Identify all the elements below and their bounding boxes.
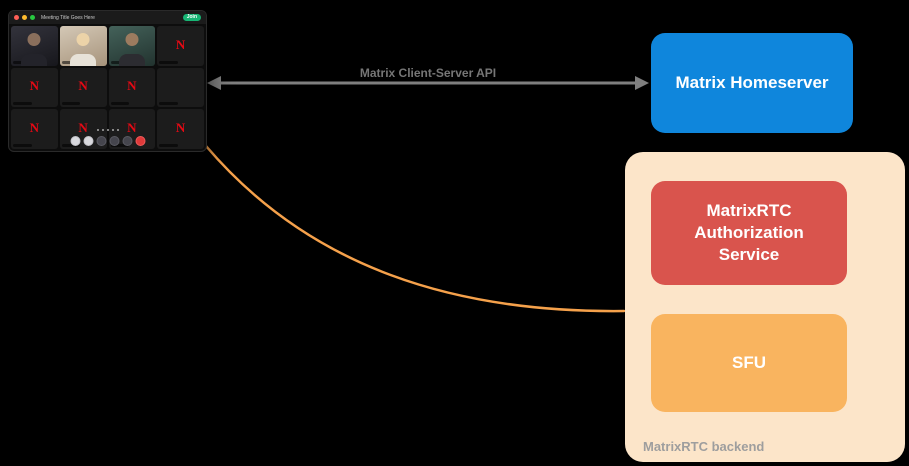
end-call-button-icon (135, 136, 145, 146)
chat-button-icon (109, 136, 119, 146)
participant-name-pill (13, 60, 32, 64)
matrix-homeserver-label: Matrix Homeserver (675, 72, 829, 92)
camera-button-icon (83, 136, 93, 146)
screenshare-button-icon (96, 136, 106, 146)
matrixrtc-authorization-service-box: MatrixRTC Authorization Service (651, 181, 847, 285)
n-avatar-icon: N (29, 78, 40, 94)
more-options-button-icon (122, 136, 132, 146)
sfu-label: SFU (732, 352, 766, 372)
participant-name-pill (159, 144, 178, 147)
matrixrtc-authorization-service-label: MatrixRTC Authorization Service (694, 200, 804, 265)
participant-tile: N (157, 109, 204, 149)
participant-name-pill (110, 60, 130, 64)
participant-name-pill (61, 144, 81, 147)
participant-name-pill (110, 102, 130, 106)
participant-tile: N (59, 67, 107, 108)
n-avatar-icon: N (175, 37, 186, 53)
microphone-button-icon (70, 136, 80, 146)
page-dot (101, 129, 104, 131)
matrix-homeserver-box: Matrix Homeserver (651, 33, 853, 133)
call-controls-bar (70, 136, 145, 146)
arrow-head-left (207, 76, 221, 90)
window-minimize-icon (22, 15, 27, 20)
pagination-dots (96, 129, 119, 131)
participant-tile: N (11, 109, 58, 149)
participant-tile (157, 67, 204, 108)
video-call-window: Meeting Title Goes Here Join N N N (8, 10, 207, 152)
participant-name-pill (159, 60, 178, 64)
n-avatar-icon: N (29, 120, 40, 136)
participant-grid: N N N N N N (11, 26, 204, 149)
join-button: Join (182, 14, 201, 21)
participant-name-pill (61, 60, 81, 64)
n-avatar-icon: N (78, 120, 88, 136)
participant-tile (11, 26, 58, 66)
page-dot (116, 129, 119, 131)
call-title: Meeting Title Goes Here (41, 14, 95, 21)
participant-name-pill (61, 102, 81, 106)
participant-tile: N (108, 67, 156, 108)
n-avatar-icon: N (127, 78, 137, 94)
n-avatar-icon: N (78, 78, 88, 94)
n-avatar-icon: N (175, 120, 186, 136)
client-server-api-label: Matrix Client-Server API (359, 66, 497, 80)
sfu-connector-curve (204, 144, 626, 313)
participant-name-pill (13, 102, 32, 106)
arrow-head-right (635, 76, 649, 90)
n-avatar-icon: N (127, 120, 137, 136)
window-close-icon (14, 15, 19, 20)
participant-name-pill (159, 102, 178, 106)
page-dot (106, 129, 109, 131)
matrixrtc-backend-label: MatrixRTC backend (643, 439, 765, 454)
participant-name-pill (13, 144, 32, 147)
participant-name-pill (110, 144, 130, 147)
participant-tile (59, 26, 107, 66)
call-window-titlebar: Meeting Title Goes Here Join (9, 11, 206, 24)
sfu-box: SFU (651, 314, 847, 412)
page-dot (96, 129, 99, 131)
participant-tile: N (11, 67, 58, 108)
participant-tile (108, 26, 156, 66)
participant-tile: N (157, 26, 204, 66)
page-dot (111, 129, 114, 131)
window-zoom-icon (30, 15, 35, 20)
